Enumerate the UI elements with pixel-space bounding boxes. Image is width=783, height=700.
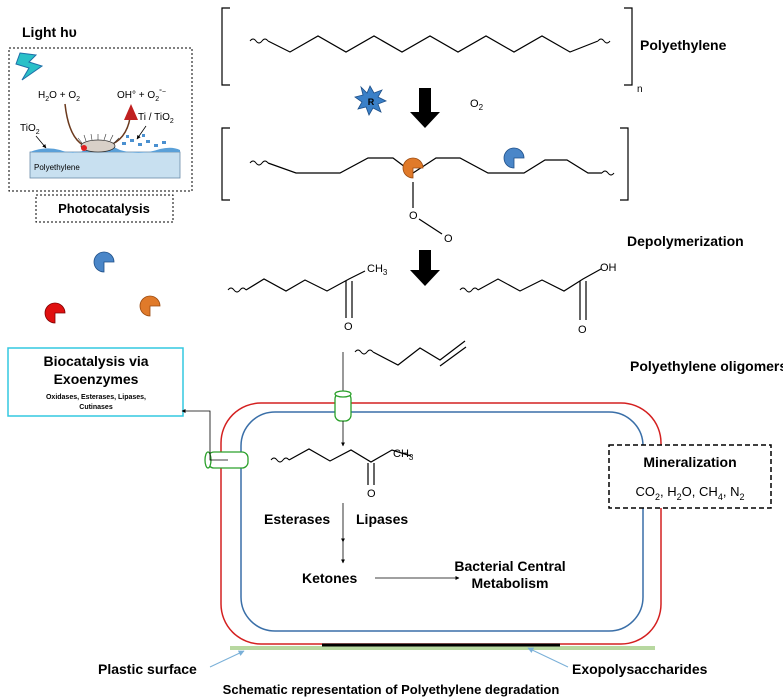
- ti-tio2-label: Ti / TiO2: [138, 112, 174, 125]
- mineralization-panel: Mineralization CO2, H2O, CH4, N2: [608, 444, 772, 509]
- acid-oxygen: O: [578, 324, 587, 336]
- biocatalysis-title-1: Biocatalysis via: [43, 353, 148, 369]
- mineralization-products: CO2, H2O, CH4, N2: [636, 484, 745, 502]
- exopolysaccharides-label: Exopolysaccharides: [572, 661, 708, 677]
- polyethylene-label: Polyethylene: [640, 37, 727, 53]
- free-red-enzyme-icon: [44, 302, 66, 324]
- products-label: OH° + O2°−: [117, 88, 166, 103]
- tio2-pointer: [35, 135, 47, 149]
- inner-ketone-chain: [288, 448, 412, 463]
- radical-star-icon: [354, 85, 387, 116]
- plastic-surface-area: Plastic surface Exopolysaccharides: [98, 643, 708, 677]
- figure-caption: Schematic representation of Polyethylene…: [223, 682, 560, 697]
- oxidized-backbone: [267, 157, 602, 174]
- lightning-icon: [15, 52, 44, 81]
- chain-wavy-end: [597, 38, 611, 44]
- free-blue-enzyme-icon: [93, 251, 115, 273]
- orange-enzyme-icon: [402, 157, 424, 179]
- chain-wavy-start: [249, 38, 269, 44]
- inner-ketone-wavy: [270, 457, 290, 463]
- biocatalysis-title-2: Exoenzymes: [54, 371, 139, 387]
- polymer-backbone: [267, 35, 599, 53]
- chain2-wavy-end: [601, 170, 615, 176]
- right-bracket-2: [620, 127, 629, 201]
- photocatalysis-caption-box: [35, 194, 174, 223]
- active-site-icon: [81, 145, 87, 151]
- oxygen-label: O2: [470, 98, 484, 112]
- ketone-chain: [245, 270, 366, 292]
- peroxide-bond-2: [418, 218, 443, 235]
- radical-step: R O2: [354, 85, 484, 128]
- ti-particles: [122, 134, 166, 147]
- peroxide-o1: O: [409, 210, 418, 222]
- oligomers: O CH3 O OH Polyethylene oligomers: [227, 262, 783, 374]
- alkene-double-bond: [439, 346, 467, 367]
- acid-chain: [477, 268, 602, 292]
- mineralization-title: Mineralization: [643, 454, 736, 470]
- ketone-ch3: CH3: [367, 263, 388, 277]
- radical-label: R: [368, 97, 375, 107]
- lipases-label: Lipases: [356, 511, 408, 527]
- export-arrow: [181, 409, 228, 461]
- polyethylene-chain: Polyethylene n: [221, 7, 727, 95]
- inner-ketone-ch3: CH3: [393, 448, 414, 462]
- ketone-oxygen: O: [344, 321, 353, 333]
- free-orange-enzyme-icon: [139, 295, 161, 317]
- left-bracket-2: [221, 127, 230, 201]
- uptake-channel-top: [334, 390, 352, 398]
- bacterium-flagella: [77, 133, 120, 144]
- metabolism-label-2: Metabolism: [471, 575, 548, 591]
- alkene-chain: [372, 340, 466, 366]
- right-bracket: [624, 7, 633, 86]
- alkene-wavy: [354, 349, 374, 355]
- light-label: Light hυ: [22, 24, 77, 40]
- oligomers-label: Polyethylene oligomers: [630, 358, 783, 374]
- bacterial-cell: O CH3 Esterases Lipases Ketones Bacteria…: [181, 352, 662, 645]
- ketone-wavy: [227, 287, 247, 293]
- surface-label: Polyethylene: [34, 163, 80, 172]
- blue-enzyme-icon: [503, 147, 525, 169]
- esterases-label: Esterases: [264, 511, 330, 527]
- exopolysaccharide-pointer: [527, 647, 569, 668]
- biocatalysis-panel: Biocatalysis via Exoenzymes Oxidases, Es…: [7, 347, 184, 417]
- enzymes-list-2: Cutinases: [79, 404, 113, 411]
- biocatalysis-frame: [7, 347, 184, 417]
- down-arrow-1: [410, 88, 440, 128]
- photocatalysis-caption: Photocatalysis: [58, 201, 150, 216]
- acid-wavy: [459, 287, 479, 293]
- ketones-label: Ketones: [302, 570, 357, 586]
- photocatalysis-frame: [8, 47, 193, 192]
- enzymes-list-1: Oxidases, Esterases, Lipases,: [46, 394, 146, 401]
- plastic-surface-pointer: [209, 650, 245, 668]
- chain2-wavy-start: [249, 160, 269, 166]
- left-bracket: [221, 7, 230, 86]
- mineralization-frame: [608, 444, 772, 509]
- free-enzymes: [44, 251, 161, 324]
- reactants-label: H2O + O2: [38, 90, 80, 103]
- acid-oh: OH: [600, 262, 617, 274]
- repeat-subscript: n: [637, 84, 643, 95]
- polyethylene-slab: [29, 151, 181, 179]
- tio2-label: TiO2: [20, 123, 40, 136]
- metabolism-label-1: Bacterial Central: [454, 558, 565, 574]
- cell-inner-membrane: [240, 411, 644, 632]
- peroxide-o2: O: [444, 233, 453, 245]
- product-arrow-icon: [124, 104, 138, 120]
- oxidized-chain: O O Depolymerization: [221, 127, 744, 286]
- plastic-surface-label: Plastic surface: [98, 661, 197, 677]
- inner-ketone-oxygen: O: [367, 488, 376, 500]
- ti-tio2-pointer: [136, 125, 147, 140]
- depolymerization-label: Depolymerization: [627, 233, 744, 249]
- down-arrow-2: [410, 250, 440, 286]
- photocatalysis-panel: Light hυ H2O + O2 OH° + O2°−: [8, 24, 193, 223]
